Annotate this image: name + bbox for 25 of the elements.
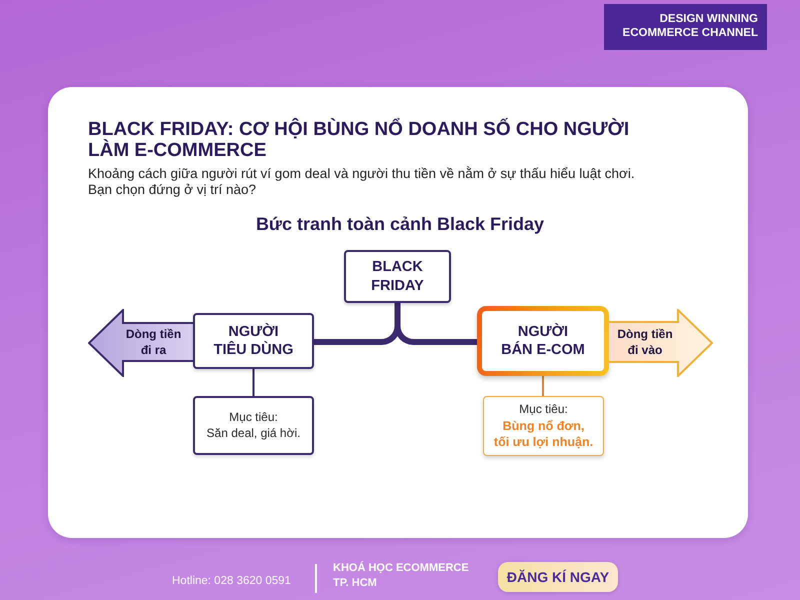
process-box xyxy=(344,250,451,303)
course-text: KHOÁ HỌC ECOMMERCE xyxy=(333,562,470,574)
register-button: ĐĂNG KÍ NGAY xyxy=(498,562,618,592)
block-arrow xyxy=(609,309,713,377)
heading: BLACK FRIDAY: CƠ HỘI BÙNG NỔ DOANH SỐ CHO NGƯỜI LÀM E-COMMERCE xyxy=(88,120,630,162)
block-arrow xyxy=(88,309,193,377)
hotline-text: Hotline: 028 3620 0591 xyxy=(172,575,292,587)
goal-text: Bùng nổ đơn, tối ưu lợi nhuận. xyxy=(492,418,594,450)
note-box xyxy=(193,396,314,455)
subtitle-text: Khoảng cách giữa người rút ví gom deal và người thu tiền về nằm ở sự thấu hiểu luật chơi. Bạn chọn đứng ở vị trí nào? xyxy=(88,166,636,199)
connector-line xyxy=(252,369,254,396)
section-heading: Bức tranh toàn cảnh Black Friday xyxy=(254,214,546,235)
note-box xyxy=(483,396,604,456)
tagline-banner: DESIGN WINNING ECOMMERCE CHANNEL xyxy=(604,4,767,50)
goal-heading: Mục tiêu: xyxy=(229,410,278,426)
box-label: NGƯỜI TIÊU DÙNG xyxy=(212,322,294,360)
box-label: NGƯỜI BÁN E-COM xyxy=(500,322,586,360)
location-text: TP. HCM xyxy=(333,577,378,589)
goal-text: Săn deal, giá hời. xyxy=(206,426,300,442)
box-label: BLACK FRIDAY xyxy=(370,258,425,295)
goal-heading: Mục tiêu: xyxy=(519,402,568,418)
connector-line xyxy=(542,376,544,396)
process-box xyxy=(193,313,314,369)
arrow-label: Dòng tiền đi ra xyxy=(124,327,182,359)
arrow-label: Dòng tiền đi vào xyxy=(616,327,674,359)
